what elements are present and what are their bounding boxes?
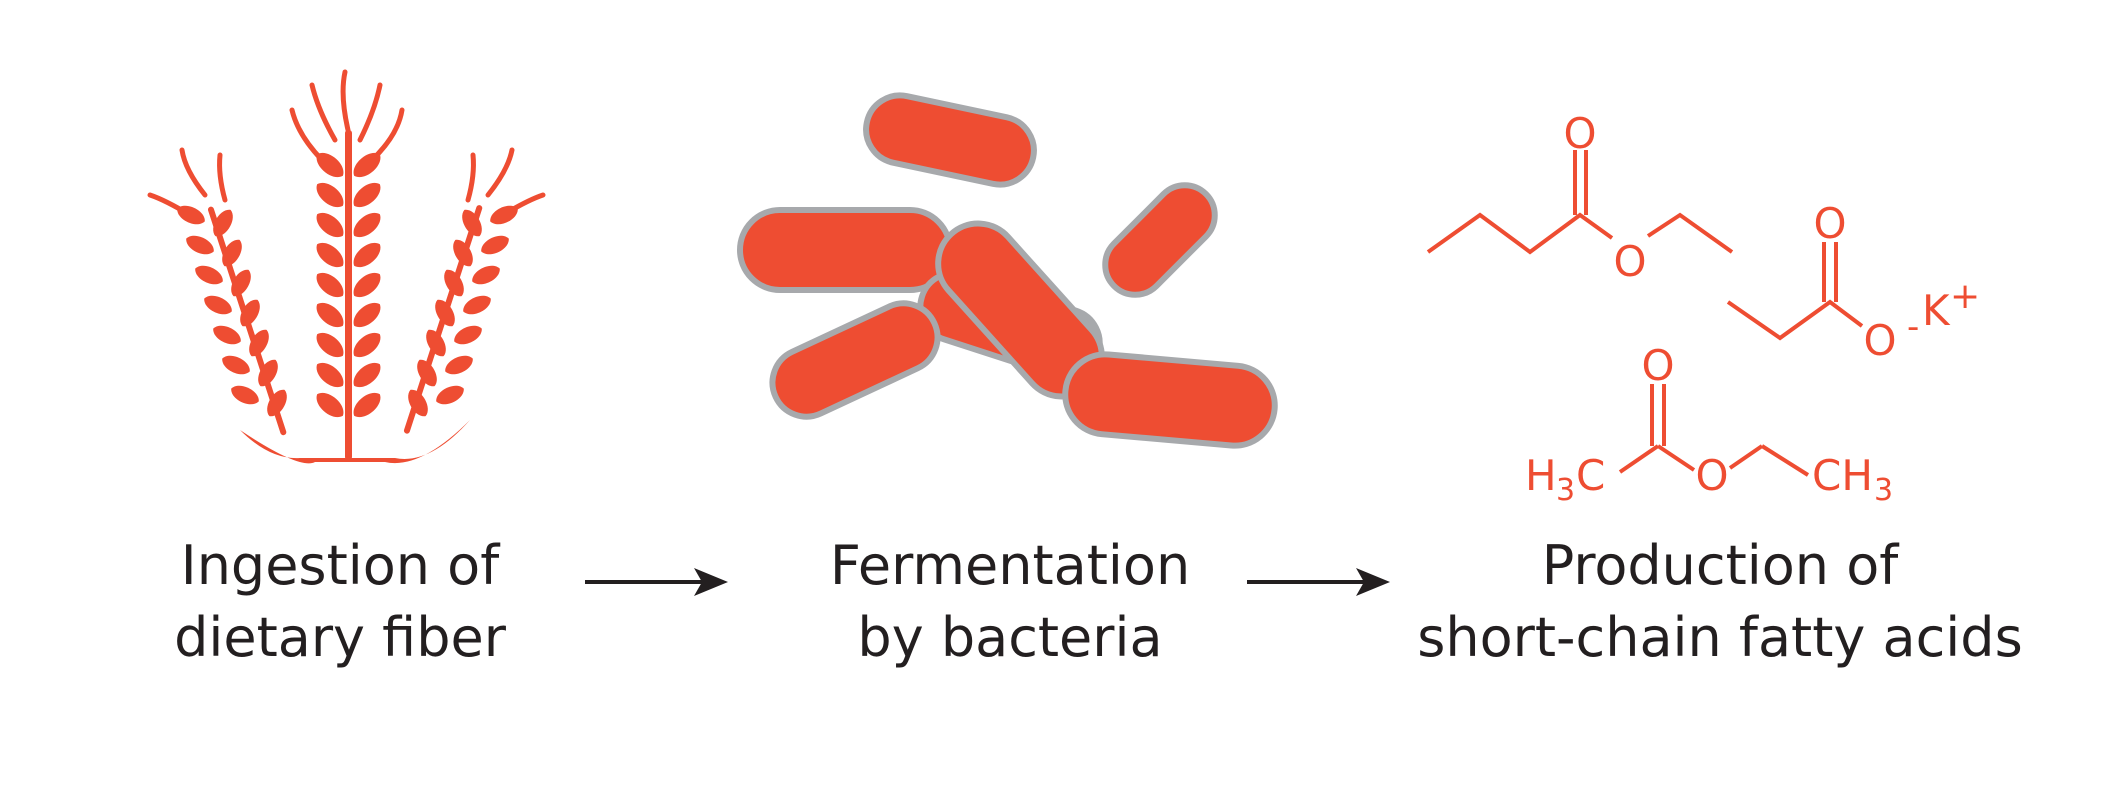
wheat-grain (311, 297, 349, 333)
counterion-label: K (1922, 286, 1951, 335)
step-caption-production: Production of short-chain fatty acids (1400, 530, 2040, 674)
terminal-sub-label: 3 (1874, 473, 1893, 508)
counterion-charge-label: + (1950, 276, 1980, 317)
caption-line: dietary fiber (174, 606, 506, 669)
wheat-grain (348, 387, 386, 423)
arrow-right-icon (1247, 568, 1390, 596)
caption-line: by bacteria (857, 606, 1163, 669)
methyl-sub-label: 3 (1556, 473, 1575, 508)
methyl-c-label: C (1576, 451, 1605, 500)
bacterium (1102, 182, 1218, 298)
wheat-grain (348, 297, 386, 333)
charge-label: - (1907, 307, 1919, 347)
wheat-grain (311, 267, 349, 303)
wheat-grain (209, 321, 245, 349)
arrow-right-icon (585, 568, 728, 596)
wheat-grain (477, 231, 513, 259)
wheat-grain (311, 177, 349, 213)
bacterium (737, 207, 953, 293)
wheat-grain (218, 351, 254, 379)
wheat-grain (311, 327, 349, 363)
wheat-grain (348, 267, 386, 303)
wheat-grain (173, 201, 209, 229)
carbonyl-oxygen-label: O (1813, 199, 1846, 248)
ethyl-acetate-structure: O O H 3 C CH 3 (1525, 341, 1893, 508)
ester-oxygen-label: O (1695, 451, 1728, 500)
caption-line: Fermentation (829, 534, 1191, 597)
wheat-grain (191, 261, 227, 289)
wheat-grain (441, 351, 477, 379)
step-caption-fermentation: Fermentation by bacteria (810, 530, 1210, 674)
wheat-grain (348, 237, 386, 273)
ethyl-butyrate-structure: O O (1426, 109, 1734, 286)
step-caption-ingestion: Ingestion of dietary fiber (140, 530, 540, 674)
caption-line: short-chain fatty acids (1417, 606, 2023, 669)
ester-oxygen-label: O (1863, 316, 1896, 365)
bacterium (863, 92, 1037, 188)
wheat-grain (348, 207, 386, 243)
wheat-grain (450, 321, 486, 349)
terminal-ch-label: CH (1812, 451, 1873, 500)
wheat-grain (311, 357, 349, 393)
wheat-grain (311, 387, 349, 423)
wheat-grain (348, 177, 386, 213)
wheat-grain (468, 261, 504, 289)
wheat-grain (421, 325, 451, 361)
wheat-grain (348, 327, 386, 363)
wheat-grain (227, 381, 263, 409)
carbonyl-oxygen-label: O (1563, 109, 1596, 158)
wheat-grain (311, 237, 349, 273)
wheat-grain (430, 295, 460, 331)
bacterium (1062, 351, 1278, 449)
bacteria-icon (737, 92, 1278, 449)
methyl-h-label: H (1525, 451, 1557, 500)
wheat-grain (200, 291, 236, 319)
bacterium (769, 300, 941, 420)
caption-line: Production of (1541, 534, 1899, 597)
carbonyl-oxygen-label: O (1641, 341, 1674, 390)
wheat-icon (147, 69, 546, 464)
ester-oxygen-label: O (1613, 237, 1646, 286)
caption-line: Ingestion of (180, 534, 500, 597)
potassium-propionate-structure: O O - K + (1726, 199, 1980, 365)
wheat-grain (348, 357, 386, 393)
wheat-grain (432, 381, 468, 409)
wheat-grain (182, 231, 218, 259)
wheat-grain (459, 291, 495, 319)
wheat-grain (311, 207, 349, 243)
